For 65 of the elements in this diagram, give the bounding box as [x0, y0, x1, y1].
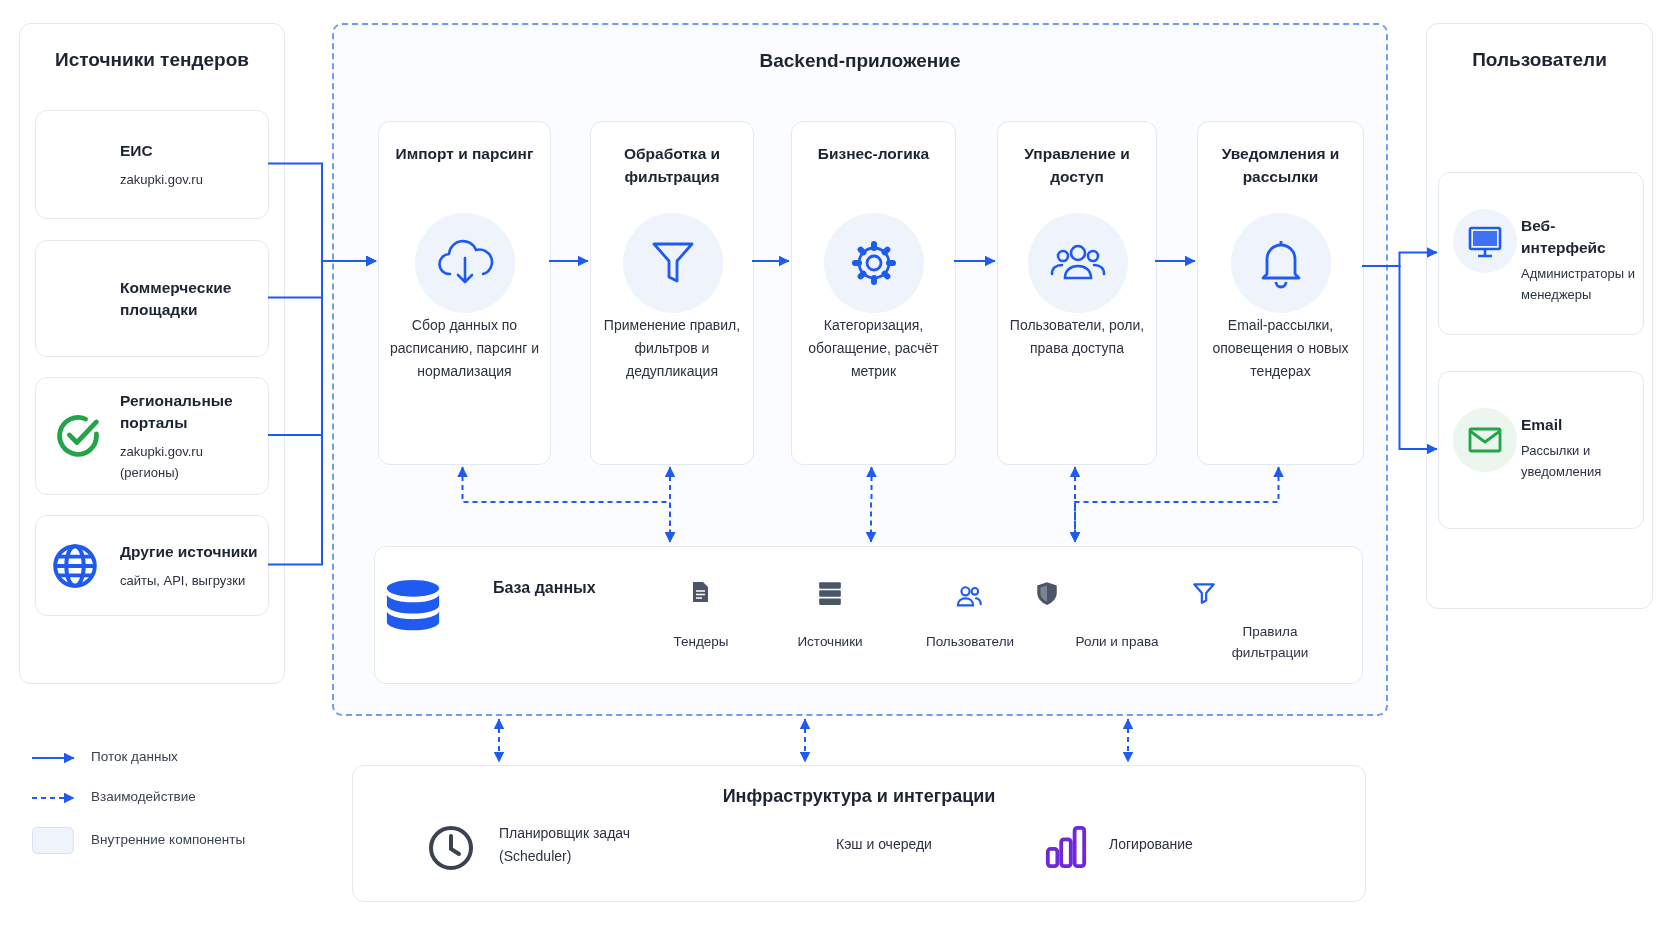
item-label: Логирование: [1109, 835, 1193, 854]
item-label: Планировщик задач: [499, 824, 631, 843]
database-title: База данных: [493, 578, 596, 598]
group-panel: [19, 23, 285, 684]
module-title: Уведомления и рассылки: [1220, 144, 1341, 187]
module-description: Пользователи, роли, права доступа: [1008, 316, 1146, 358]
dashed-arrow: [664, 466, 676, 543]
table-label: Источники: [796, 633, 864, 651]
module-title: Импорт и парсинг: [394, 144, 535, 164]
card-title: Другие источники: [120, 541, 259, 562]
card-subtitle: zakupki.gov.ru (регионы): [120, 442, 204, 482]
arrow: [1154, 255, 1196, 267]
card-subtitle: Рассылки и уведомления: [1521, 442, 1603, 481]
module-card: [1197, 121, 1364, 465]
card-subtitle: сайты, API, выгрузки: [120, 571, 247, 590]
module-title: Управление и доступ: [1023, 144, 1131, 187]
legend-label: Внутренние компоненты: [91, 832, 246, 847]
panel-title: Backend-приложение: [758, 50, 962, 72]
card-subtitle: zakupki.gov.ru: [120, 170, 204, 189]
backend-container: [332, 23, 1388, 716]
table-label: Роли и права: [1074, 633, 1160, 651]
arrow: [953, 255, 996, 267]
group-panel: [1426, 23, 1653, 609]
item-label: Кэш и очереди: [836, 835, 932, 854]
module-title: Обработка и фильтрация: [622, 144, 722, 187]
legend-label: Поток данных: [91, 749, 178, 764]
dashed-arrow: [799, 718, 811, 763]
source-card: [35, 110, 269, 219]
card-title: Веб-интерфейс: [1521, 216, 1607, 258]
panel-title: Пользователи: [1471, 49, 1608, 71]
source-card: [35, 377, 269, 495]
module-card: [791, 121, 956, 465]
dashed-arrow: [1069, 466, 1284, 543]
dashed-arrow: [865, 466, 877, 543]
table-label: Тендеры: [672, 633, 730, 651]
arrow: [548, 255, 589, 267]
database-panel: [374, 546, 1363, 684]
module-description: Применение правил, фильтров и дедупликация: [602, 316, 742, 381]
module-card: [378, 121, 551, 465]
dashed-arrow: [493, 718, 505, 763]
module-card: [997, 121, 1157, 465]
arrow: [267, 255, 377, 566]
source-card: [35, 240, 269, 357]
source-card: [35, 515, 269, 616]
module-description: Email-рассылки, оповещения о новых тендерах: [1211, 316, 1350, 381]
user-channel-card: [1438, 172, 1644, 335]
module-description: Сбор данных по расписанию, парсинг и нормализация: [388, 316, 541, 381]
dashed-arrow: [1122, 718, 1134, 763]
module-description: Категоризация, обогащение, расчёт метрик: [807, 316, 940, 381]
card-title: Коммерческие площадки: [120, 277, 233, 320]
card-title: ЕИС: [120, 140, 154, 161]
arrow: [751, 255, 790, 267]
card-title: Email: [1521, 415, 1564, 435]
card-title: Региональные порталы: [120, 390, 234, 433]
legend-label: Взаимодействие: [91, 789, 196, 804]
panel-title: Инфраструктура и интеграции: [721, 786, 997, 807]
module-card: [590, 121, 754, 465]
infrastructure-panel: [352, 765, 1366, 902]
table-label: Правила фильтрации: [1230, 623, 1310, 662]
card-subtitle: Администраторы и менеджеры: [1521, 265, 1636, 304]
item-note: (Scheduler): [499, 847, 572, 866]
panel-title: Источники тендеров: [54, 49, 250, 71]
user-channel-card: [1438, 371, 1644, 529]
module-title: Бизнес-логика: [816, 144, 931, 164]
table-label: Пользователи: [924, 633, 1016, 651]
